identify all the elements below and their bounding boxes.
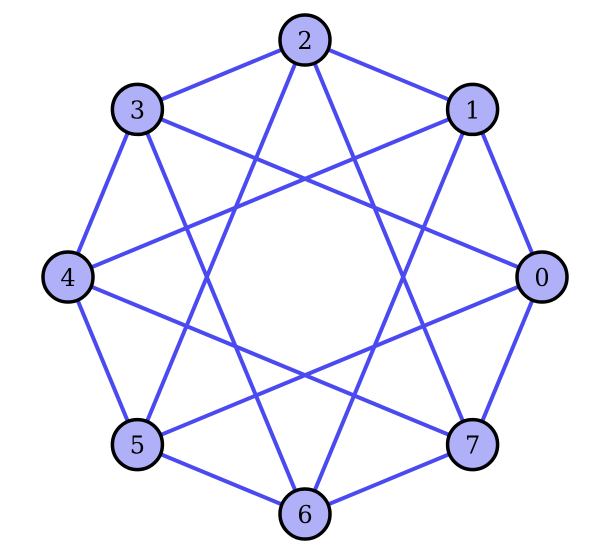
node-label: 3 [130,96,145,124]
edge-1-4 [66,107,475,279]
nodes-layer: 0 1 2 3 4 5 6 7 [41,13,569,541]
node-1: 1 [445,82,500,137]
edge-6-7 [303,442,475,516]
node-circle [110,82,165,137]
edge-4-7 [66,275,475,447]
edge-2-3 [135,38,307,112]
node-0: 0 [515,250,569,304]
node-circle [110,417,165,472]
node-label: 1 [465,96,480,124]
node-label: 4 [60,264,75,292]
node-label: 7 [465,432,480,460]
edge-0-1 [470,107,544,279]
edge-4-5 [66,275,140,447]
node-label: 0 [534,264,549,292]
node-6: 6 [278,487,332,541]
node-label: 2 [297,27,312,55]
node-7: 7 [445,417,500,472]
edge-5-0 [135,275,544,447]
edge-7-2 [303,38,475,447]
node-2: 2 [278,13,332,67]
node-circle [278,13,332,67]
node-circle [445,82,500,137]
node-3: 3 [110,82,165,137]
edge-3-6 [135,107,307,516]
node-circle [278,487,332,541]
edge-1-2 [303,38,475,112]
node-circle [445,417,500,472]
edge-7-0 [470,275,544,447]
node-label: 6 [297,501,312,529]
node-circle [515,250,569,304]
node-4: 4 [41,250,95,304]
edge-0-3 [135,107,544,279]
node-label: 5 [130,432,145,460]
edge-3-4 [66,107,140,279]
edge-6-1 [303,107,475,516]
edge-5-6 [135,442,307,516]
node-circle [41,250,95,304]
node-5: 5 [110,417,165,472]
edge-2-5 [135,38,307,447]
edges-layer [66,38,544,516]
